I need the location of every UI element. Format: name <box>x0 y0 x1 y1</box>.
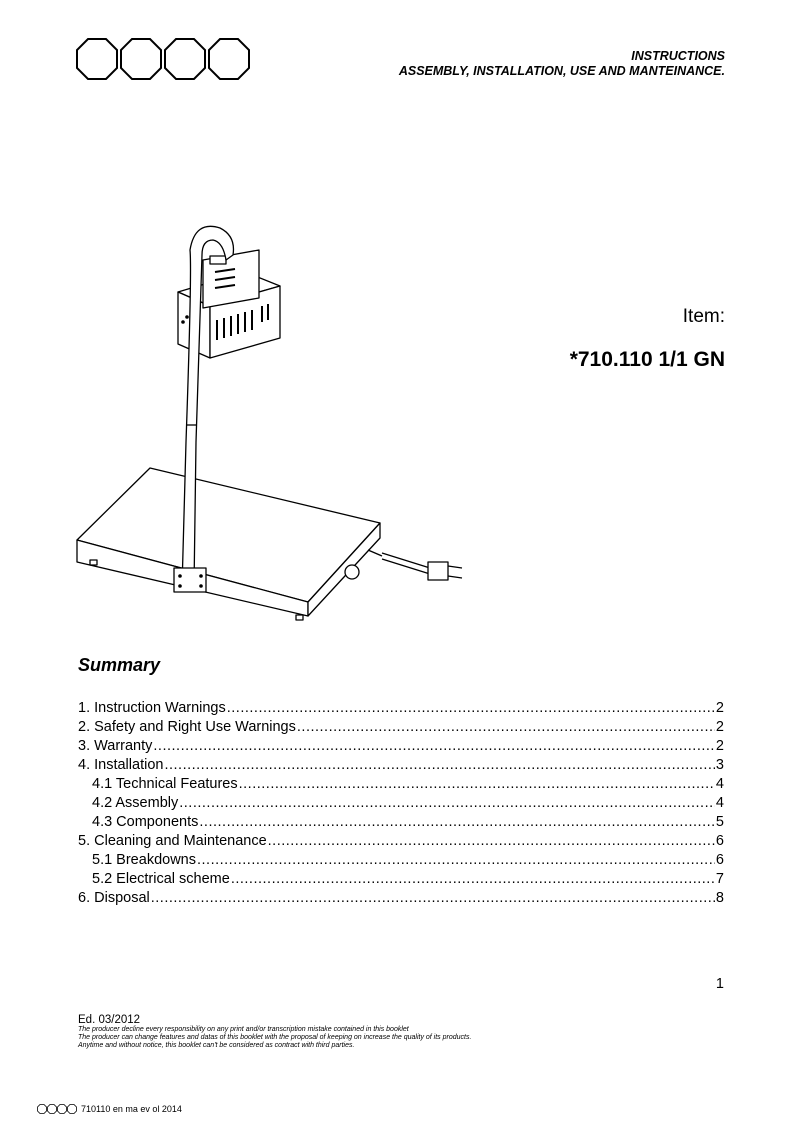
toc-entry[interactable]: 4.3 Components 5 <box>78 813 724 832</box>
toc-leader-dots <box>197 851 715 870</box>
document-header: INSTRUCTIONS ASSEMBLY, INSTALLATION, USE… <box>399 49 725 79</box>
item-code: *710.110 1/1 GN <box>569 348 725 371</box>
edition-note: Ed. 03/2012 <box>78 1014 141 1026</box>
disclaimer: The producer decline every responsibilit… <box>78 1026 471 1050</box>
toc-leader-dots <box>231 870 715 889</box>
toc-entry[interactable]: 5.2 Electrical scheme 7 <box>78 870 724 889</box>
toc-leader-dots <box>239 775 715 794</box>
footer: 710110 en ma ev ol 2014 <box>37 1104 182 1114</box>
toc-entry-page: 5 <box>715 814 724 830</box>
heat-lamp-carving-station-icon <box>76 225 463 621</box>
toc-entry[interactable]: 6. Disposal 8 <box>78 889 724 908</box>
toc-entry-page: 2 <box>715 700 724 716</box>
toc-entry[interactable]: 5.1 Breakdowns 6 <box>78 851 724 870</box>
toc-entry[interactable]: 5. Cleaning and Maintenance 6 <box>78 832 724 851</box>
disclaimer-line: Anytime and without notice, this booklet… <box>78 1042 355 1049</box>
toc-entry-page: 7 <box>715 871 724 887</box>
table-of-contents: 1. Instruction Warnings22. Safety and Ri… <box>78 699 724 908</box>
four-octagons-logo-icon <box>76 38 250 80</box>
toc-entry-title: 5.2 Electrical scheme <box>92 871 230 887</box>
toc-entry-title: 4. Installation <box>78 757 164 773</box>
disclaimer-line: The producer can change features and dat… <box>78 1034 472 1041</box>
toc-entry-page: 6 <box>715 833 724 849</box>
toc-entry[interactable]: 4.1 Technical Features 4 <box>78 775 724 794</box>
toc-leader-dots <box>199 813 715 832</box>
header-title: INSTRUCTIONS <box>631 49 725 63</box>
toc-entry-title: 6. Disposal <box>78 890 150 906</box>
toc-entry-title: 5.1 Breakdowns <box>92 852 196 868</box>
page-number: 1 <box>715 976 724 992</box>
toc-entry-title: 4.1 Technical Features <box>92 776 238 792</box>
toc-leader-dots <box>227 699 715 718</box>
toc-entry-page: 8 <box>715 890 724 906</box>
toc-entry-page: 2 <box>715 738 724 754</box>
toc-entry-page: 2 <box>715 719 724 735</box>
toc-entry-title: 1. Instruction Warnings <box>78 700 226 716</box>
toc-leader-dots <box>151 889 715 908</box>
toc-entry-page: 4 <box>715 795 724 811</box>
toc-entry-title: 2. Safety and Right Use Warnings <box>78 719 296 735</box>
toc-leader-dots <box>153 737 715 756</box>
toc-entry-page: 6 <box>715 852 724 868</box>
toc-entry[interactable]: 1. Instruction Warnings 2 <box>78 699 724 718</box>
toc-entry-title: 4.3 Components <box>92 814 199 830</box>
toc-leader-dots <box>268 832 715 851</box>
toc-leader-dots <box>297 718 715 737</box>
toc-entry-page: 3 <box>715 757 724 773</box>
toc-entry[interactable]: 4. Installation 3 <box>78 756 724 775</box>
toc-entry-title: 4.2 Assembly <box>92 795 179 811</box>
toc-leader-dots <box>179 794 715 813</box>
toc-entry-title: 3. Warranty <box>78 738 153 754</box>
toc-entry[interactable]: 4.2 Assembly 4 <box>78 794 724 813</box>
item-label: Item: <box>682 306 725 327</box>
toc-entry-title: 5. Cleaning and Maintenance <box>78 833 267 849</box>
header-subtitle: ASSEMBLY, INSTALLATION, USE AND MANTEINA… <box>398 64 725 78</box>
footer-code: 710110 en ma ev ol 2014 <box>81 1104 182 1114</box>
summary-heading: Summary <box>78 655 161 675</box>
toc-entry[interactable]: 2. Safety and Right Use Warnings 2 <box>78 718 724 737</box>
small-logo-icon <box>37 1104 77 1114</box>
disclaimer-line: The producer decline every responsibilit… <box>78 1026 409 1033</box>
toc-leader-dots <box>164 756 714 775</box>
toc-entry-page: 4 <box>715 776 724 792</box>
toc-entry[interactable]: 3. Warranty 2 <box>78 737 724 756</box>
